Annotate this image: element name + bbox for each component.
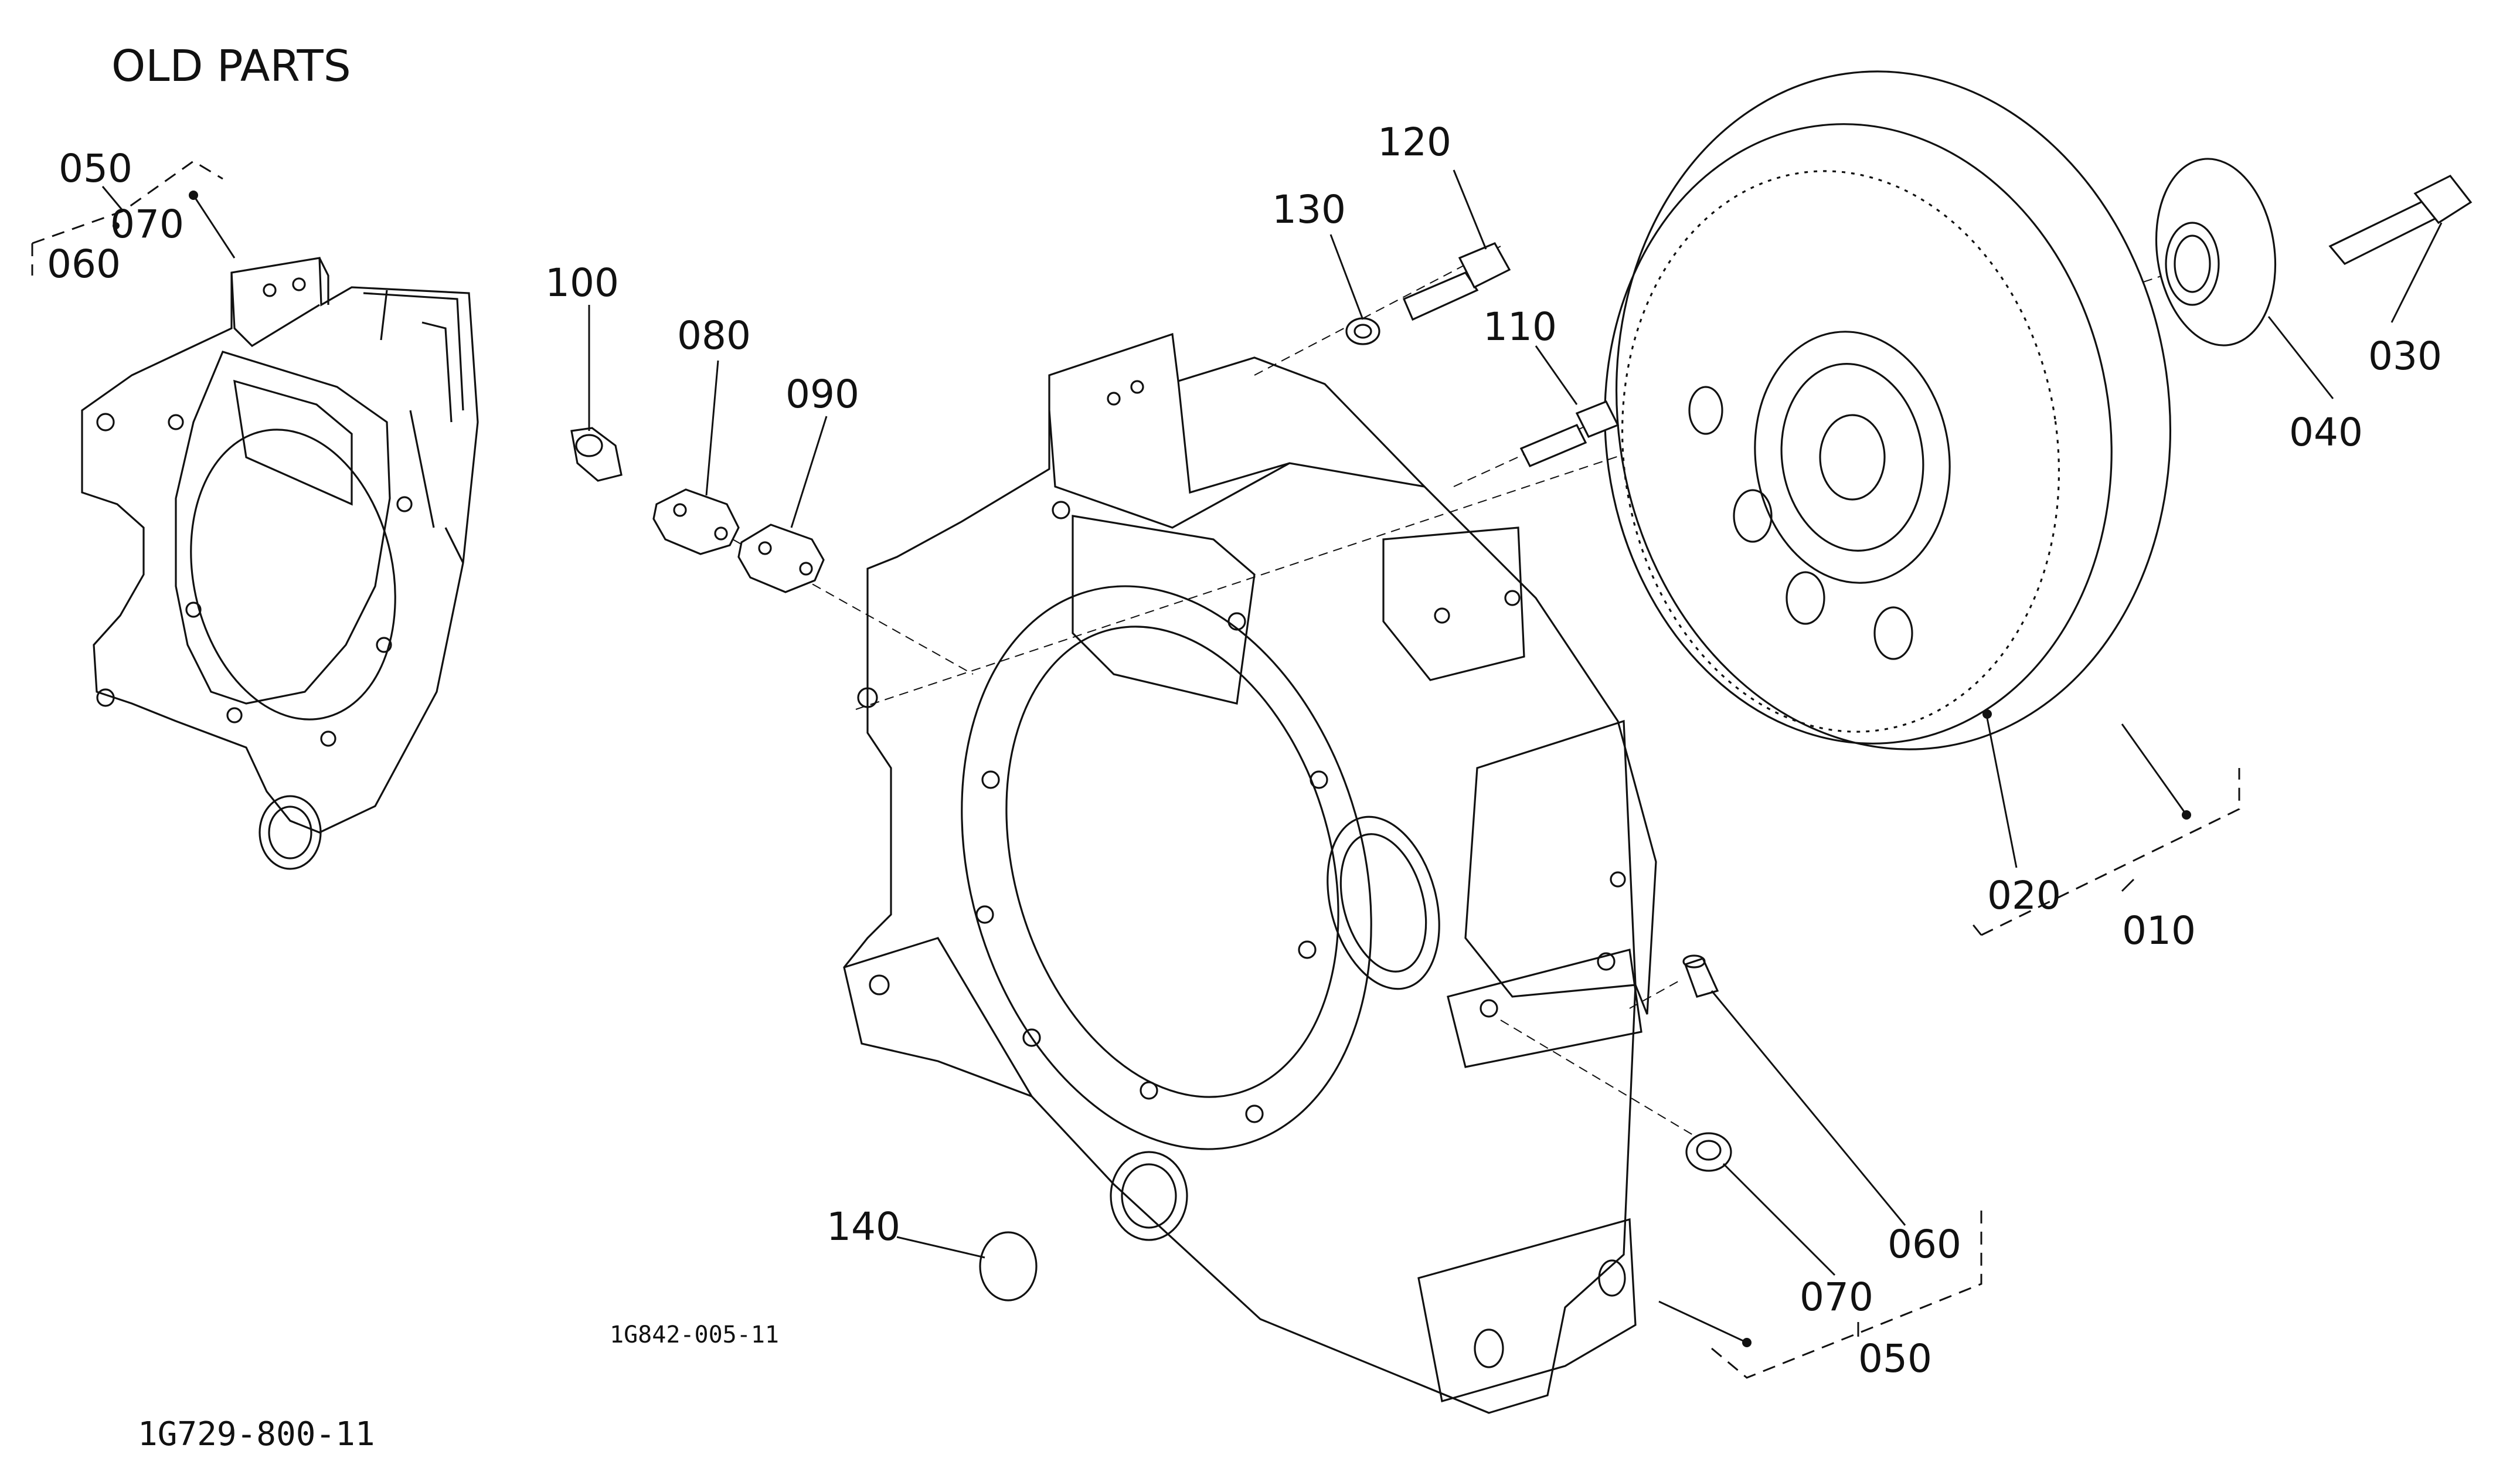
old-callout-dot (189, 191, 198, 200)
callout-060: 060 (1888, 1222, 1961, 1267)
bolt-110 (1519, 400, 1620, 468)
plug-070 (1685, 1132, 1732, 1172)
flywheel-housing (843, 332, 1657, 1414)
callout-010-dot (2182, 810, 2191, 820)
pin060-center-line (1629, 978, 1683, 1009)
callout-100: 100 (545, 260, 619, 305)
plate-080 (652, 488, 740, 555)
figure-number: 1G729-800-11 (138, 1415, 375, 1453)
bolt-100 (570, 427, 623, 482)
callout-090: 090 (785, 372, 859, 417)
old-callout-070: 070 (110, 202, 184, 247)
callout-110: 110 (1483, 304, 1557, 349)
plug-140 (979, 1231, 1038, 1302)
callouts: 120 130 110 100 080 090 030 040 020 010 (545, 120, 2443, 1381)
old-flywheel-housing (81, 257, 479, 870)
plug070-center-line (1500, 1020, 1698, 1138)
hub-040 (2155, 158, 2277, 346)
flywheel (1604, 70, 2171, 750)
bolt-center-line (1254, 246, 1501, 376)
pin-060 (1682, 954, 1719, 998)
callout-130: 130 (1272, 187, 1346, 232)
old-callout-050: 050 (59, 146, 132, 191)
bolt-030 (2328, 174, 2473, 265)
callout-030: 030 (2368, 334, 2442, 379)
bolt-120 (1402, 242, 1511, 321)
plate-090 (737, 524, 825, 593)
washer-130 (1345, 317, 1380, 345)
old-parts-callouts: 050 070 060 (31, 146, 236, 287)
callout-050: 050 (1858, 1336, 1932, 1381)
flywheel-dot (1982, 709, 1992, 719)
old-parts-title: OLD PARTS (111, 41, 351, 91)
callout-080: 080 (677, 313, 751, 358)
callout-140: 140 (827, 1204, 900, 1249)
callout-010: 010 (2122, 908, 2196, 953)
old-callout-060: 060 (47, 242, 121, 287)
callout-120: 120 (1378, 120, 1451, 165)
callout-050-dot (1742, 1338, 1752, 1347)
callout-040: 040 (2289, 410, 2363, 455)
drawing-number: 1G842-005-11 (610, 1321, 779, 1348)
callout-070: 070 (1800, 1275, 1873, 1320)
callout-020: 020 (1987, 873, 2061, 918)
